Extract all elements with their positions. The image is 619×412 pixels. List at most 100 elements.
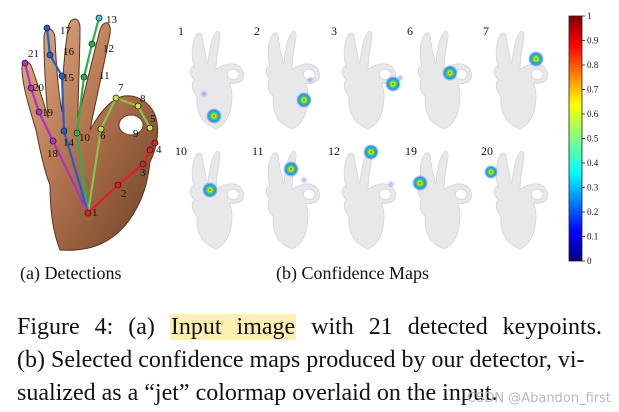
keypoint (21, 59, 29, 67)
colorbar-tick-label: 1 (587, 11, 592, 21)
keypoint (114, 181, 122, 189)
keypoint-label: 20 (33, 82, 45, 94)
colorbar-tick-label: 0.4 (587, 158, 599, 168)
keypoint (43, 24, 51, 32)
keypoint-label: 9 (133, 128, 139, 140)
keypoint (139, 160, 147, 168)
keypoint-label: 8 (140, 93, 146, 105)
map-label: 3 (331, 24, 337, 38)
map-label: 19 (405, 144, 417, 158)
keypoint (80, 73, 88, 81)
keypoint (84, 209, 92, 217)
hand-image (21, 18, 159, 251)
confidence-map: 1 (178, 24, 245, 130)
caption-prefix: Figure 4: (a) (17, 314, 170, 340)
keypoint-label: 13 (106, 14, 118, 26)
map-label: 1 (178, 24, 184, 38)
keypoint-label: 6 (100, 130, 106, 142)
caption-line-3: sualized as a “jet” colormap overlaid on… (17, 380, 498, 406)
keypoint (112, 94, 120, 102)
confidence-map: 20 (481, 144, 549, 250)
colorbar-tick-label: 0.1 (587, 232, 598, 242)
confidence-map: 7 (483, 24, 549, 130)
keypoint (60, 127, 68, 135)
subfigure-caption-b: (b) Confidence Maps (276, 263, 429, 283)
map-label: 10 (175, 144, 187, 158)
heat-blob-faint (300, 176, 308, 184)
keypoint (35, 108, 43, 116)
keypoint-label: 14 (63, 137, 75, 149)
colorbar-tick-label: 0.8 (587, 60, 599, 70)
map-label: 6 (407, 24, 413, 38)
keypoint (58, 72, 66, 80)
confidence-map: 11 (252, 144, 321, 250)
keypoint (88, 40, 96, 48)
keypoint-label: 2 (121, 188, 127, 200)
keypoint (49, 137, 57, 145)
highlighted-text: Input image (169, 314, 297, 340)
keypoint (146, 146, 154, 154)
confidence-map: 2 (254, 24, 321, 130)
keypoint (46, 51, 54, 59)
colorbar-ticks (582, 15, 585, 262)
caption-line-1-rest: with 21 detected keypoints. (296, 314, 602, 340)
heat-blob (363, 144, 379, 160)
keypoint (134, 102, 142, 110)
keypoint-label: 4 (156, 144, 162, 156)
colorbar-tick-label: 0.6 (587, 109, 599, 119)
colorbar-tick-label: 0.5 (587, 134, 599, 144)
keypoint-label: 19 (42, 107, 54, 119)
keypoint-label: 7 (118, 82, 124, 94)
confidence-map: 12 (328, 144, 397, 250)
keypoint-label: 17 (60, 25, 72, 37)
colorbar-tick-label: 0 (587, 256, 592, 266)
keypoint (27, 84, 35, 92)
figure-caption: Figure 4: (a) Input image with 21 detect… (17, 311, 602, 410)
confidence-maps-panel: 1 2 3 6 7 10 (175, 24, 549, 250)
keypoint-label: 5 (150, 113, 156, 125)
heat-blob (283, 161, 299, 177)
keypoint-labels: 1 2 3 4 5 6 7 8 9 10 11 12 13 14 15 16 1… (28, 14, 162, 219)
colorbar: 1 0.9 0.8 0.7 0.6 0.5 0.4 0.3 0.2 0.1 0 (568, 11, 599, 266)
keypoint-label: 11 (99, 70, 110, 82)
detections-panel: 1 2 3 4 5 6 7 8 9 10 11 12 13 14 15 16 1… (21, 14, 162, 251)
subfigure-caption-a: (a) Detections (20, 263, 122, 283)
keypoint-label: 12 (103, 43, 114, 55)
finger-loop-hole (118, 114, 144, 136)
heat-blob (412, 175, 428, 191)
heat-blob-faint (387, 180, 395, 188)
heat-blob (484, 165, 498, 179)
heat-blob (206, 108, 222, 124)
map-label: 20 (481, 144, 493, 158)
heat-blob (442, 65, 458, 81)
keypoint-label: 18 (47, 148, 59, 160)
confidence-map: 3 (331, 24, 404, 130)
keypoint (73, 129, 81, 137)
heat-blob-faint (396, 74, 404, 82)
keypoints (21, 14, 159, 217)
confidence-map: 6 (407, 24, 473, 130)
map-label: 12 (328, 144, 340, 158)
caption-line-2: (b) Selected confidence maps produced by… (17, 347, 585, 373)
map-label: 7 (483, 24, 489, 38)
keypoint-label: 16 (63, 46, 75, 58)
heat-blob (202, 182, 218, 198)
map-label: 11 (252, 144, 264, 158)
colorbar-tick-label: 0.9 (587, 36, 599, 46)
keypoint (151, 139, 159, 147)
heat-blob (296, 92, 312, 108)
keypoint (95, 14, 103, 22)
keypoint-label: 15 (63, 72, 75, 84)
colorbar-gradient (568, 15, 583, 262)
watermark: CSDN @Abandon_first (467, 391, 611, 406)
colorbar-tick-label: 0.3 (587, 183, 599, 193)
heat-blob-faint (306, 76, 314, 84)
heat-blob-faint (200, 90, 208, 98)
caption-line-1: Figure 4: (a) Input image with 21 detect… (17, 311, 602, 344)
keypoint (97, 125, 105, 133)
map-label: 2 (254, 24, 260, 38)
keypoint-label: 1 (92, 207, 98, 219)
colorbar-tick-label: 0.2 (587, 207, 598, 217)
keypoint (146, 124, 154, 132)
